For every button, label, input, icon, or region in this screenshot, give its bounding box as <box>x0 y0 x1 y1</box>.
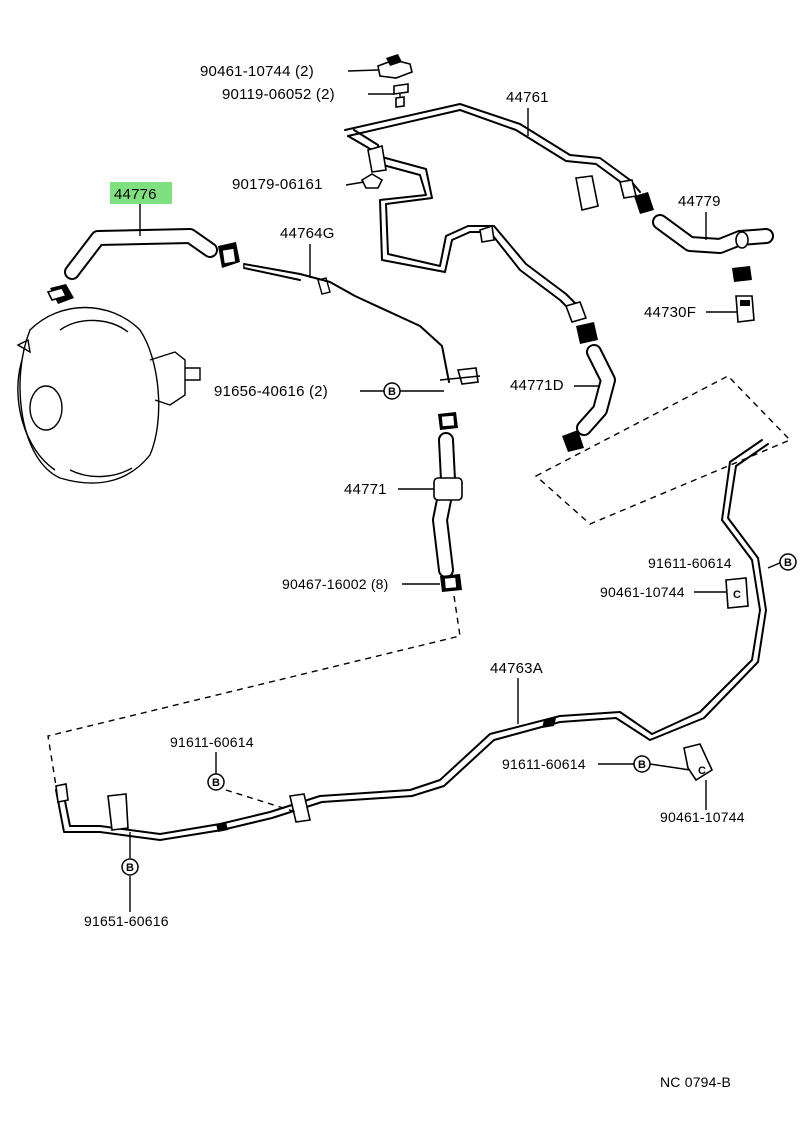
label-44771[interactable]: 44771 <box>344 481 387 498</box>
grommet-booster <box>46 284 74 304</box>
part-highlight-44776 <box>110 182 172 204</box>
label-91651-60616[interactable]: 91651-60616 <box>84 913 169 929</box>
label-90461-10744-right[interactable]: 90461-10744 <box>600 584 685 600</box>
clip-90461-top <box>377 54 413 79</box>
clamp-90467 <box>440 574 462 592</box>
screw-90119 <box>393 83 409 108</box>
label-44764g[interactable]: 44764G <box>280 225 335 242</box>
label-90461-10744-bottom[interactable]: 90461-10744 <box>660 809 745 825</box>
callout-b-91611-right: B <box>779 553 797 571</box>
label-90119-06052[interactable]: 90119-06052 (2) <box>222 86 335 103</box>
dashed-link-right <box>534 375 792 525</box>
brake-booster <box>16 306 201 484</box>
callout-b-text: B <box>388 386 396 398</box>
hose-44771d <box>562 322 616 452</box>
label-44771d[interactable]: 44771D <box>510 377 564 394</box>
label-90179-06161[interactable]: 90179-06161 <box>232 176 323 193</box>
label-44730f[interactable]: 44730F <box>644 304 696 321</box>
callout-b-text: B <box>784 557 792 569</box>
clip-marker-right: C <box>733 589 741 601</box>
callout-b-91611-mid: B <box>633 755 651 773</box>
label-90461-10744-top[interactable]: 90461-10744 (2) <box>200 63 314 80</box>
clip-marker-bottom: C <box>698 765 706 777</box>
callout-b-text: B <box>212 777 220 789</box>
label-91611-60614-right[interactable]: 91611-60614 <box>648 555 732 571</box>
hose-44779 <box>634 192 774 254</box>
pipe-44763a <box>55 439 769 841</box>
clip-90461-right: C <box>725 577 749 609</box>
label-91611-60614-mid[interactable]: 91611-60614 <box>502 756 586 772</box>
label-44761[interactable]: 44761 <box>506 89 549 106</box>
label-44776[interactable]: 44776 <box>114 186 157 203</box>
clip-hose-end <box>218 242 240 268</box>
label-90467-16002[interactable]: 90467-16002 (8) <box>282 576 389 592</box>
callout-b-91611-left: B <box>207 773 225 791</box>
dashed-link-lower <box>47 595 461 787</box>
clip-90461-bottom: C <box>683 743 714 782</box>
hose-44776 <box>64 228 218 280</box>
grommet-44771 <box>438 412 458 430</box>
pipe-44764g <box>243 263 481 385</box>
label-44779[interactable]: 44779 <box>678 193 721 210</box>
dashed-leader-b <box>225 789 297 813</box>
callout-b-91656: B <box>383 382 401 400</box>
diagram-code: NC 0794-B <box>660 1074 731 1090</box>
label-91656-40616[interactable]: 91656-40616 (2) <box>214 383 328 400</box>
hose-44771 <box>432 432 463 578</box>
clip-90179 <box>360 173 384 189</box>
callout-b-text: B <box>126 862 134 874</box>
label-44763a[interactable]: 44763A <box>490 660 543 677</box>
label-91611-60614-left[interactable]: 91611-60614 <box>170 734 254 750</box>
callout-b-91651: B <box>121 858 139 876</box>
valve-44730f <box>732 266 755 323</box>
callout-b-text: B <box>638 759 646 771</box>
pipe-44761 <box>344 103 641 323</box>
leader-lines <box>129 69 783 912</box>
